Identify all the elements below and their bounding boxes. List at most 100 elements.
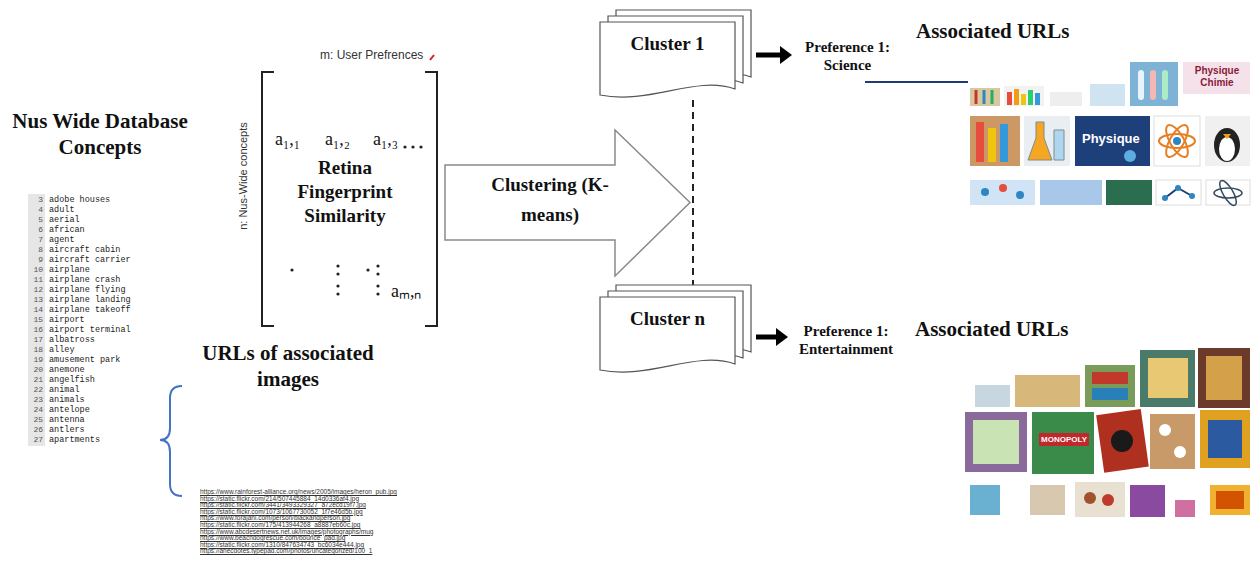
row-number: 9 [28, 255, 43, 265]
concept-name: adobe houses [49, 195, 110, 205]
photo-thumbnail [1205, 116, 1250, 166]
concept-name: albatross [49, 335, 95, 345]
photo-detail [1084, 492, 1096, 504]
matrix-entry: a₁,₂ [325, 128, 350, 150]
photo-detail [1021, 94, 1026, 105]
atom [1159, 134, 1195, 148]
photo-detail [981, 188, 989, 196]
photo-detail [1138, 70, 1144, 100]
row-number: 3 [28, 195, 43, 205]
photo-detail [1028, 90, 1033, 105]
section-title: Associated URLs [916, 18, 1069, 44]
atom [1162, 122, 1192, 160]
row-number: 15 [28, 315, 43, 325]
concept-name: airplane landing [49, 295, 131, 305]
photo-thumbnail [1075, 116, 1150, 166]
concept-name: antlers [49, 425, 85, 435]
concept-name: airplane takeoff [49, 305, 131, 315]
atom [1214, 188, 1242, 198]
concept-name: apartments [49, 435, 100, 445]
image-url: https://static.flickr.com/175/413944268_… [200, 521, 360, 528]
row-number: 17 [28, 335, 43, 345]
photo-thumbnail [1198, 348, 1250, 408]
photo-detail [1162, 70, 1168, 100]
photo-thumbnail [1032, 412, 1094, 474]
photo-thumbnail [970, 88, 1000, 106]
matrix-bracket [425, 72, 437, 326]
row-number: 11 [28, 275, 43, 285]
photo-text: Physique [1082, 131, 1140, 146]
photo-thumbnail [1154, 116, 1200, 166]
matrix-entry: aₘ,ₙ [391, 280, 422, 302]
photo-thumbnail [1156, 180, 1201, 205]
row-number: 25 [28, 415, 43, 425]
concept-name: airplane crash [49, 275, 120, 285]
ellipsis-dot [376, 272, 379, 275]
image-url: https://www.beachdogrescue.com/bounce_pa… [200, 534, 345, 541]
flow-arrow [756, 335, 778, 340]
cluster-label: Cluster 1 [630, 32, 704, 56]
axis-label: n: Nus-Wide concepts [236, 122, 250, 230]
process-arrow: Clustering (K-means) [445, 128, 695, 278]
concept-name: agent [49, 235, 75, 245]
photo-detail [1102, 494, 1114, 506]
block-arrow [445, 130, 690, 276]
row-number: 24 [28, 405, 43, 415]
molecule [1189, 193, 1195, 199]
photo-detail [1111, 430, 1133, 452]
ellipsis-dot [336, 292, 339, 295]
row-number: 8 [28, 245, 43, 255]
list-background [28, 194, 45, 446]
row-number: 27 [28, 435, 43, 445]
photo-detail [999, 184, 1007, 192]
photo-thumbnail [970, 180, 1035, 205]
image-url: https://www.abcdesertnews.net.uk/images/… [200, 528, 373, 535]
photo-thumbnail [965, 412, 1027, 472]
atom [1217, 178, 1240, 207]
row-number: 10 [28, 265, 43, 275]
photo-thumbnail [1096, 409, 1149, 473]
photo-thumbnail [1040, 180, 1102, 205]
ellipsis-dot [376, 284, 379, 287]
row-number: 4 [28, 205, 43, 215]
red-mark [430, 55, 434, 60]
ellipsis-dot [290, 268, 293, 271]
photo-thumbnail [1175, 500, 1195, 517]
photo-detail [991, 90, 994, 104]
atom [1173, 137, 1181, 145]
photo-detail [1150, 70, 1156, 100]
flow-arrowhead [776, 328, 788, 346]
concept-name: aircraft carrier [49, 255, 131, 265]
molecule [1175, 185, 1181, 191]
photo-detail [1124, 150, 1136, 162]
concept-name: airplane [49, 265, 90, 275]
row-number: 6 [28, 225, 43, 235]
concept-name: antenna [49, 415, 85, 425]
similarity-matrix: m: User Prefrences n: Nus-Wide concepts a₁… [233, 46, 447, 330]
row-number: 16 [28, 325, 43, 335]
photo-thumbnail [970, 485, 1000, 515]
concept-name: aircraft cabin [49, 245, 120, 255]
row-number: 7 [28, 235, 43, 245]
document-sheet [600, 22, 735, 97]
row-number: 22 [28, 385, 43, 395]
concept-name: animal [49, 385, 80, 395]
matrix-entry: a₁,₁ [275, 128, 300, 150]
matrix-title: Retina Fingerprint Similarity [270, 156, 420, 227]
section-title: Nus Wide Database Concepts [5, 108, 195, 161]
photo-detail [1007, 92, 1012, 105]
axis-label: m: User Prefrences [320, 48, 423, 62]
concept-name: adult [49, 205, 75, 215]
row-number: 26 [28, 425, 43, 435]
photo-detail [1148, 358, 1188, 398]
photo-detail [1016, 191, 1024, 199]
preference-label: Preference 1: Science [795, 38, 900, 74]
photo-detail [975, 90, 978, 104]
photo-thumbnail [1090, 84, 1125, 106]
blue-rule [865, 81, 968, 83]
image-url: https://static.flickr.com/1310/847634743… [200, 541, 364, 548]
photo-text: Physique Chimie [1186, 65, 1248, 89]
concept-name: amusement park [49, 355, 120, 365]
photo-detail [983, 90, 986, 104]
photo-thumbnail [1004, 86, 1044, 106]
